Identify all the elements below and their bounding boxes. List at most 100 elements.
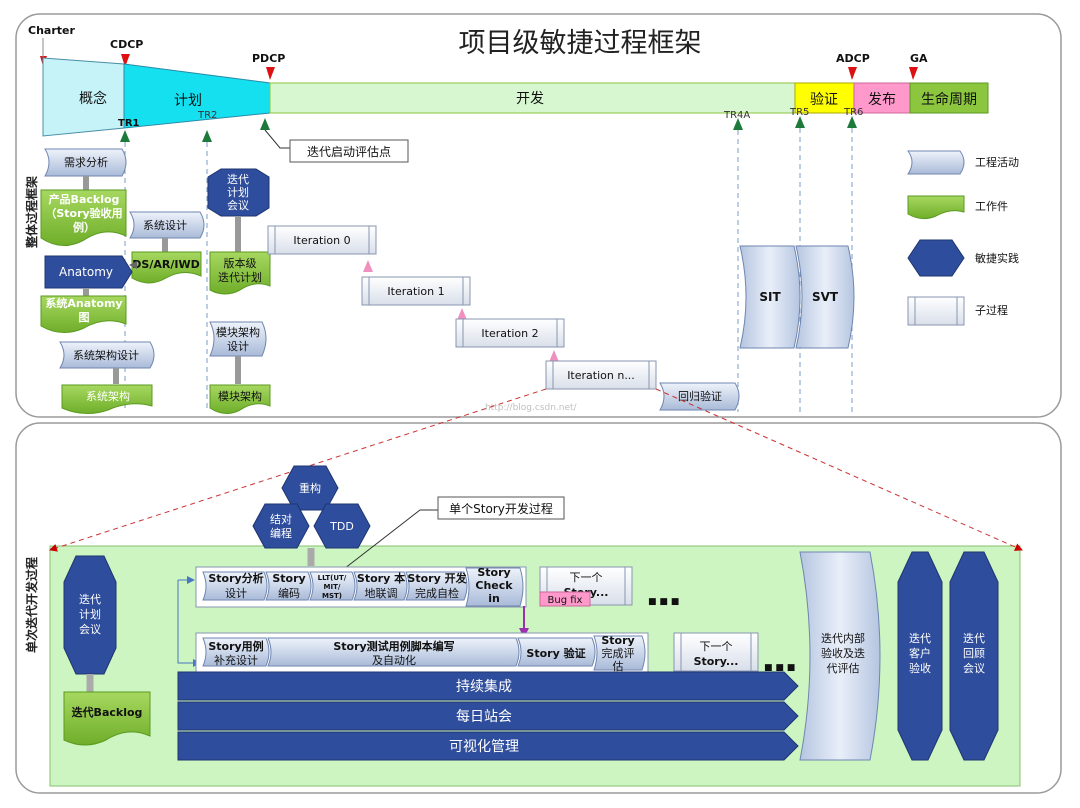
iteration-0-subprocess: Iteration 0 <box>267 225 377 255</box>
lower-iter-meeting-l3: 会议 <box>79 623 101 636</box>
sit-activity <box>739 245 801 349</box>
single-story-callout-label: 单个Story开发过程 <box>449 501 553 516</box>
ds-artifact <box>131 251 202 284</box>
tr1-label: TR1 <box>118 118 140 129</box>
svt-activity <box>795 245 855 349</box>
internal-l2: 验收及迭 <box>821 646 865 660</box>
tr2-icon <box>202 130 212 142</box>
r1-c1-l1: Story分析 <box>208 571 263 585</box>
sys-arch-artifact <box>61 384 153 414</box>
module-arch-label: 模块架构 <box>218 389 262 403</box>
r1-c2-l1: Story <box>272 572 305 585</box>
standup-label: 每日站会 <box>456 709 512 725</box>
r1-c6-l2: Check <box>475 579 513 592</box>
sys-anatomy-artifact <box>40 295 127 333</box>
req-analysis-label: 需求分析 <box>64 155 108 169</box>
r2-c3: Story 验证 <box>526 646 585 660</box>
regression-activity <box>659 382 740 411</box>
phase-release-label: 发布 <box>868 92 896 108</box>
pair-programming-practice <box>252 503 310 549</box>
iter-start-callout <box>289 139 409 163</box>
r1-c3-l1: LLT(UT/ <box>318 574 347 582</box>
tr4a-label: TR4A <box>723 110 750 121</box>
bugfix-badge <box>539 591 591 607</box>
r1-c5-l2: 完成自检 <box>415 586 459 600</box>
sys-arch-design-activity <box>59 341 155 369</box>
r1-c4-l1: Story 本 <box>357 571 405 585</box>
milestone-ga-icon <box>909 67 918 80</box>
page-title: 项目级敏捷过程框架 <box>459 28 702 59</box>
bugfix-label: Bug fix <box>548 595 583 606</box>
sit-label: SIT <box>759 290 781 304</box>
backlog-l1: 产品Backlog <box>49 192 120 206</box>
r2-c4-l3: 估 <box>613 660 624 673</box>
dots-2: ■ ■ ■ <box>764 663 795 673</box>
tr6-icon <box>847 116 857 128</box>
tr2-label: TR2 <box>197 110 217 121</box>
milestone-charter: Charter <box>28 24 75 37</box>
r1-c6-l3: in <box>488 592 500 605</box>
internal-acceptance-activity <box>799 551 881 761</box>
legend-activity-icon <box>907 150 965 175</box>
r1-c1-l2: 设计 <box>225 587 247 600</box>
pair-l1: 结对 <box>270 512 292 526</box>
r1-c5-l1: Story 开发 <box>407 571 467 585</box>
iteration-n-subprocess: Iteration n... <box>545 360 657 390</box>
internal-l3: 代评估 <box>827 662 860 675</box>
legend-subprocess-label: 子过程 <box>975 304 1008 317</box>
upper-panel <box>15 13 1062 418</box>
milestone-adcp: ADCP <box>836 52 870 65</box>
sys-arch-label: 系统架构 <box>86 389 130 403</box>
r2-c4-l2: 完成评 <box>602 646 635 660</box>
sys-anatomy-l2: 图 <box>79 311 90 324</box>
upper-iter-meeting-l1: 迭代 <box>227 173 249 186</box>
milestone-pdcp: PDCP <box>252 52 285 65</box>
version-plan-artifact <box>209 251 271 295</box>
lower-iter-meeting-l1: 迭代 <box>79 593 101 606</box>
visual-label: 可视化管理 <box>449 739 519 755</box>
tr5-label: TR5 <box>789 107 809 118</box>
legend-practice-icon <box>907 239 965 277</box>
regression-label: 回归验证 <box>678 389 722 403</box>
req-analysis-activity <box>44 148 127 177</box>
iter-backlog-label: 迭代Backlog <box>72 705 143 719</box>
cust-l3: 验收 <box>909 661 931 675</box>
standup-practice-bar <box>177 701 799 731</box>
internal-l1: 迭代内部 <box>821 631 865 645</box>
iteration-2-label: Iteration 2 <box>481 327 538 340</box>
phase-release <box>853 82 911 114</box>
r2-c2-l1: Story测试用例脚本编写 <box>333 639 454 653</box>
phase-lifecycle-label: 生命周期 <box>921 91 977 108</box>
milestone-ga: GA <box>910 52 928 65</box>
milestone-adcp-icon <box>848 67 857 80</box>
retro-meeting-practice <box>949 551 999 761</box>
r1-c3-l2: MIT/ <box>324 583 341 591</box>
refactor-label: 重构 <box>299 481 321 495</box>
iteration-2-subprocess: Iteration 2 <box>455 318 565 348</box>
phase-verify-label: 验证 <box>810 92 838 108</box>
side-label-bottom: 单次迭代开发过程 <box>24 557 39 653</box>
iter-plan-meeting-practice <box>207 168 270 217</box>
side-label-top: 整体过程框架 <box>24 176 39 249</box>
phase-concept-label: 概念 <box>79 90 107 107</box>
cust-l1: 迭代 <box>909 632 931 645</box>
r2-c2-l2: 及自动化 <box>372 653 416 667</box>
r1-c3-l3: MST) <box>322 592 342 600</box>
single-story-callout <box>437 496 565 520</box>
module-design-l1: 模块架构 <box>216 325 260 339</box>
phase-develop <box>269 82 796 114</box>
ci-label: 持续集成 <box>456 678 512 695</box>
iteration-0-marker-icon <box>363 260 373 272</box>
cust-l2: 客户 <box>909 646 931 660</box>
pair-l2: 编程 <box>270 526 292 540</box>
svt-label: SVT <box>812 290 839 304</box>
milestone-pdcp-icon <box>266 67 275 80</box>
iteration-n-label: Iteration n... <box>567 369 635 382</box>
sys-design-label: 系统设计 <box>143 219 187 232</box>
iteration-1-marker-icon <box>457 308 467 320</box>
watermark-url: http://blog.csdn.net/ <box>485 403 578 413</box>
iteration-1-subprocess: Iteration 1 <box>361 276 471 306</box>
milestone-cdcp: CDCP <box>110 38 143 51</box>
visual-mgmt-practice-bar <box>177 731 799 761</box>
